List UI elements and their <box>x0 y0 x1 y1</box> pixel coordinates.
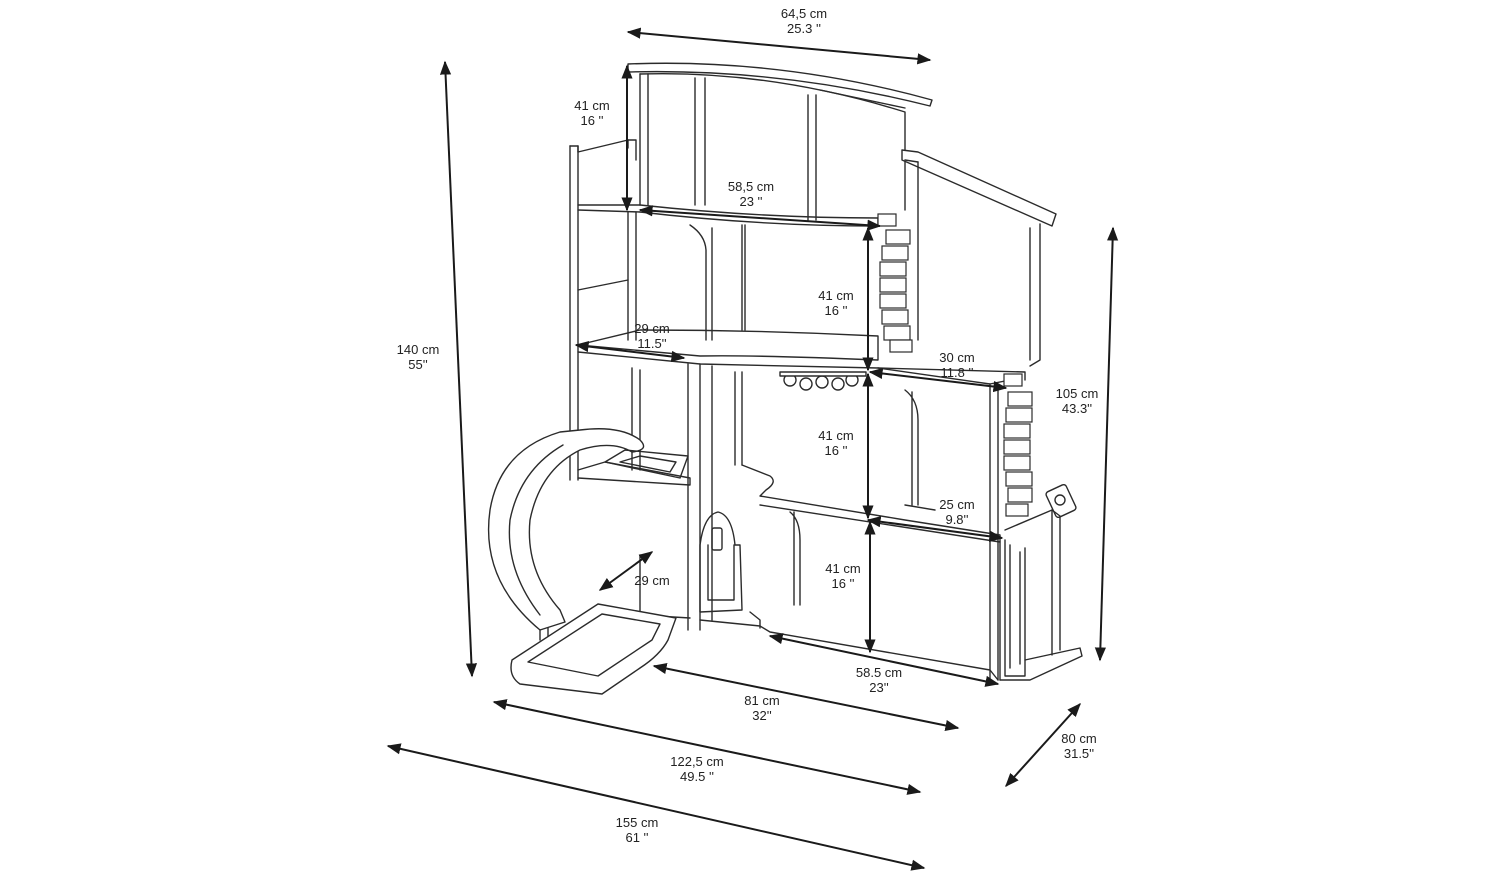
garage-width-cm: 25 cm <box>939 497 975 512</box>
label-depth-80: 80 cm 31.5'' <box>1061 731 1096 761</box>
balcony-left-in: 11.5'' <box>637 336 667 351</box>
slide <box>487 428 645 631</box>
first-floor-height-in: 16 '' <box>824 443 848 458</box>
total-width-cm: 155 cm <box>615 815 659 830</box>
house-structure <box>487 62 1083 695</box>
label-stair-landing: 30 cm 11.8 '' <box>939 350 974 380</box>
dim-line-slide-gap <box>598 551 654 591</box>
second-floor-height-in: 16 '' <box>824 303 848 318</box>
width-122-in: 49.5 '' <box>680 769 714 784</box>
right-height-in: 43.3'' <box>1061 401 1093 416</box>
depth-81-in: 32'' <box>752 708 772 723</box>
dim-line-depth-81 <box>652 663 960 731</box>
top-roof <box>627 62 933 107</box>
label-top-floor-height: 41 cm 16 '' <box>574 98 609 128</box>
dim-line-top-floor-width <box>638 205 882 231</box>
label-ground-floor-width: 58.5 cm 23'' <box>856 665 902 695</box>
top-floor-height-in: 16 '' <box>580 113 604 128</box>
dim-line-balcony-left <box>574 340 686 363</box>
first-floor-height-cm: 41 cm <box>818 428 854 443</box>
dim-line-top-width <box>626 27 932 65</box>
second-floor-height-cm: 41 cm <box>818 288 854 303</box>
label-right-height: 105 cm 43.3'' <box>1056 386 1099 416</box>
dim-line-right-height <box>1094 226 1119 662</box>
balcony-left-cm: 29 cm <box>634 321 670 336</box>
label-top-width: 64,5 cm 25.3 '' <box>781 6 827 36</box>
label-top-floor-width: 58,5 cm 23 '' <box>728 179 774 209</box>
ground-floor-height-cm: 41 cm <box>825 561 861 576</box>
label-second-floor-height: 41 cm 16 '' <box>818 288 853 318</box>
label-first-floor-height: 41 cm 16 '' <box>818 428 853 458</box>
dim-line-stair-landing <box>868 367 1008 393</box>
dim-line-total-width <box>386 743 926 871</box>
label-ground-floor-height: 41 cm 16 '' <box>825 561 860 591</box>
stair-landing-in: 11.8 '' <box>940 365 974 380</box>
label-total-width: 155 cm 61 '' <box>616 815 659 845</box>
ground-floor-width-cm: 58.5 cm <box>855 665 903 680</box>
splash-tub <box>510 603 677 695</box>
slide-gap-cm: 29 cm <box>634 573 670 588</box>
chandelier <box>779 371 867 391</box>
top-width-cm: 64,5 cm <box>780 6 828 21</box>
top-floor-width-in: 23 '' <box>739 194 763 209</box>
label-balcony-left: 29 cm 11.5'' <box>634 321 669 351</box>
lower-staircase <box>1003 373 1033 517</box>
garage-width-in: 9.8'' <box>945 512 969 527</box>
label-width-122: 122,5 cm 49.5 '' <box>670 754 723 784</box>
dim-line-total-height <box>439 60 478 678</box>
dim-line-depth-80 <box>1005 702 1081 788</box>
top-floor-height-cm: 41 cm <box>574 98 610 113</box>
dim-line-ground-floor-width <box>768 633 1000 687</box>
depth-81-cm: 81 cm <box>744 693 780 708</box>
label-total-height: 140 cm 55'' <box>397 342 440 372</box>
depth-80-in: 31.5'' <box>1063 746 1095 761</box>
ground-floor-width-in: 23'' <box>869 680 889 695</box>
right-height-cm: 105 cm <box>1055 386 1099 401</box>
width-122-cm: 122,5 cm <box>670 754 724 769</box>
elevator <box>699 511 743 613</box>
total-width-in: 61 '' <box>625 830 649 845</box>
label-depth-81: 81 cm 32'' <box>744 693 779 723</box>
top-floor-width-cm: 58,5 cm <box>727 179 775 194</box>
stair-landing-cm: 30 cm <box>939 350 975 365</box>
depth-80-cm: 80 cm <box>1061 731 1097 746</box>
total-height-cm: 140 cm <box>396 342 440 357</box>
upper-staircase <box>877 213 913 353</box>
label-garage-width: 25 cm 9.8'' <box>939 497 974 527</box>
ground-floor-height-in: 16 '' <box>831 576 855 591</box>
label-slide-gap: 29 cm <box>634 573 669 588</box>
right-roof <box>901 149 1057 227</box>
dim-line-garage-width <box>866 516 1004 542</box>
total-height-in: 55'' <box>408 357 428 372</box>
top-width-in: 25.3 '' <box>787 21 821 36</box>
